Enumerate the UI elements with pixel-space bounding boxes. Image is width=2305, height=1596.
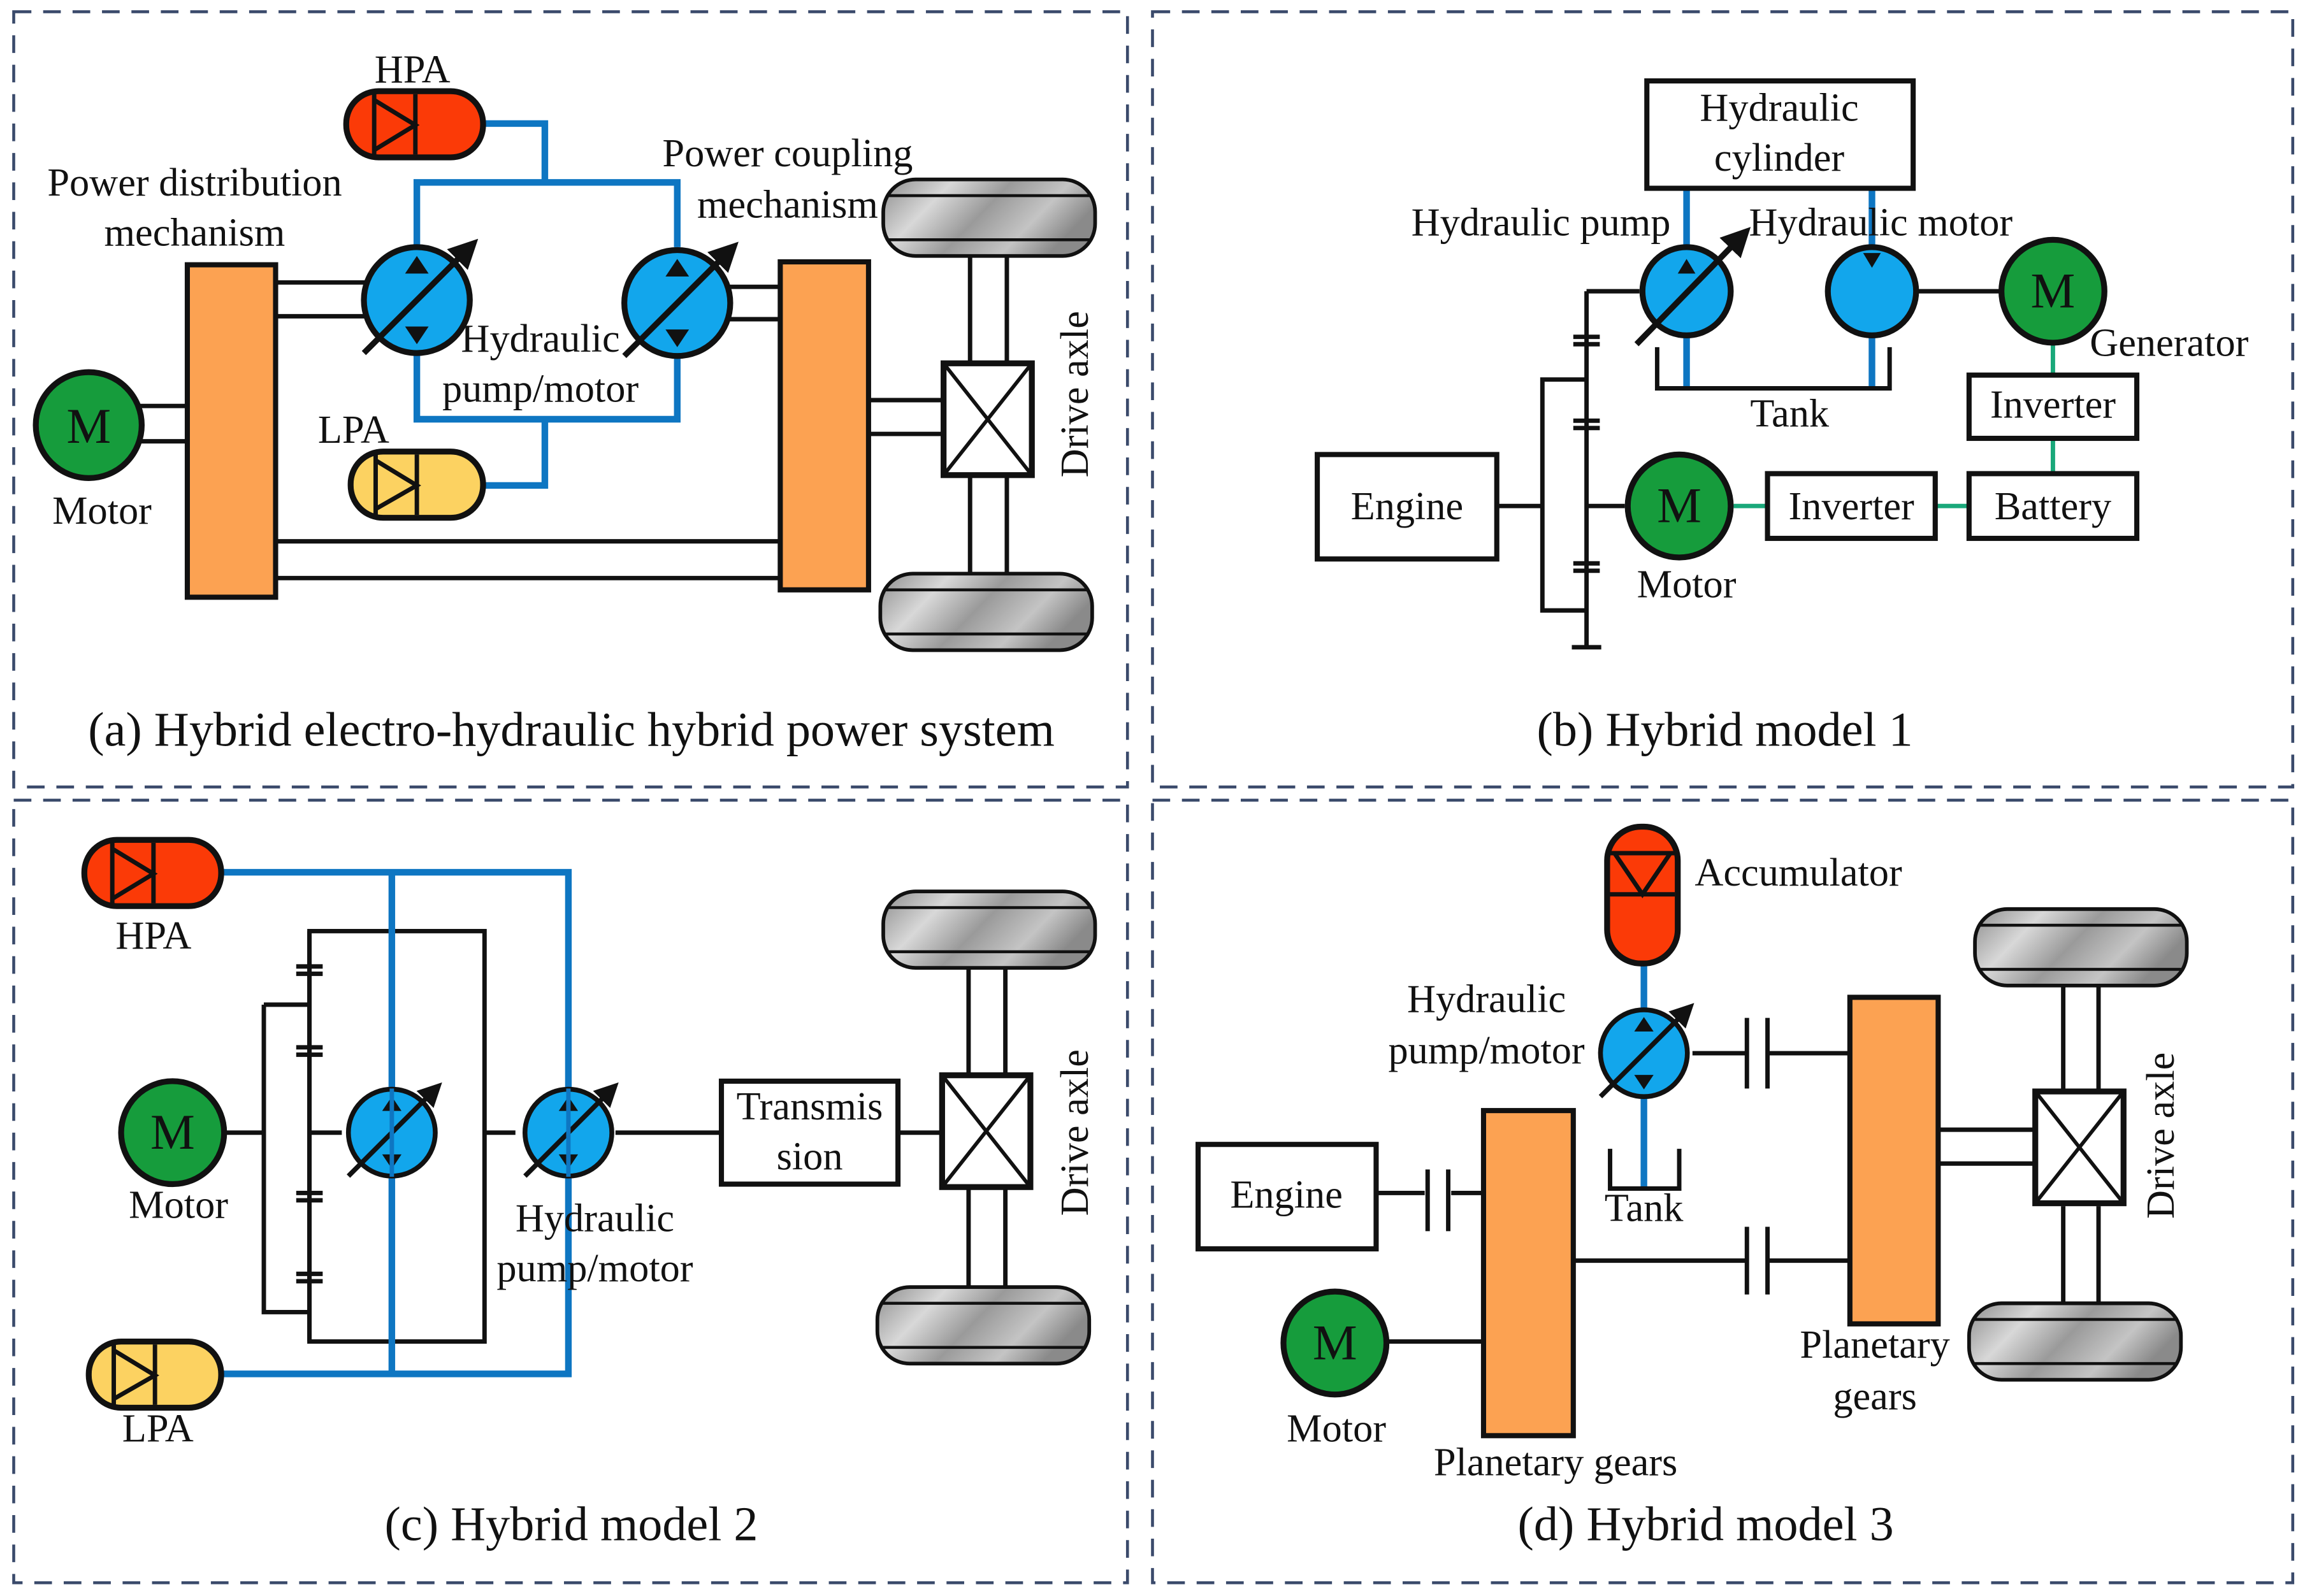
power-coupling-label: Power coupling	[662, 131, 913, 175]
panel-a-border	[12, 10, 1129, 789]
power-coupling-label-2: mechanism	[697, 183, 878, 227]
motor-symbol: M	[1657, 478, 1702, 533]
hydraulic-pump	[1634, 227, 1751, 347]
electric-motor	[33, 369, 145, 481]
electric-motor	[1280, 1288, 1390, 1398]
power-distribution-mechanism	[184, 262, 278, 600]
differential	[942, 1075, 1030, 1187]
panel-c-caption: (c) Hybrid model 2	[385, 1497, 758, 1551]
power-coupling-mechanism	[777, 259, 871, 593]
planetary-right-label: Planetary	[1800, 1323, 1949, 1367]
generator-symbol: M	[2031, 263, 2076, 319]
motor-label: Motor	[1287, 1407, 1386, 1451]
panel-b-caption: (b) Hybrid model 1	[1536, 703, 1912, 757]
tank-label: Tank	[1605, 1186, 1684, 1230]
pump-motor-label: Hydraulic	[1407, 977, 1566, 1021]
hydraulic-cylinder	[1644, 78, 1916, 191]
pump-motor-label-2: pump/motor	[1389, 1028, 1585, 1072]
wheel-top	[1975, 909, 2186, 986]
wheel-top	[883, 891, 1095, 968]
hpa-accumulator	[81, 837, 224, 909]
battery-box	[1966, 471, 2140, 542]
motor-symbol: M	[150, 1104, 195, 1160]
inverter-top-label: Inverter	[1990, 383, 2116, 427]
wheel-top	[883, 180, 1095, 256]
lpa-label: LPA	[318, 408, 389, 452]
drive-axle-label: Drive axle	[1053, 311, 1097, 477]
motor-symbol: M	[1313, 1314, 1357, 1370]
panel-a: M HPA LPA Power distribution mechanism P…	[33, 47, 1097, 757]
engine-label: Engine	[1230, 1172, 1343, 1216]
transmission-box	[718, 1078, 901, 1187]
hydraulic-pump-label: Hydraulic pump	[1412, 200, 1671, 244]
hydraulic-pump-motor-2	[625, 250, 730, 356]
hpa-label: HPA	[115, 914, 191, 958]
planetary-gears-right	[1847, 995, 1941, 1326]
power-distribution-label-2: mechanism	[105, 211, 285, 255]
planetary-right-label-2: gears	[1833, 1374, 1917, 1418]
engine-box	[1196, 1142, 1379, 1252]
lpa-accumulator	[85, 1338, 224, 1411]
panel-d-caption: (d) Hybrid model 3	[1517, 1497, 1893, 1551]
panel-b: M M Hydraulic cylinder Hydraulic pump Hy…	[1315, 78, 2249, 757]
accumulator-label: Accumulator	[1694, 851, 1902, 895]
cylinder-label-2: cylinder	[1714, 136, 1844, 180]
engine-label: Engine	[1351, 484, 1464, 528]
panel-d-border	[1151, 798, 2295, 1585]
motor-label: Motor	[52, 489, 152, 533]
battery-label: Battery	[1995, 484, 2111, 528]
wheel-bottom	[878, 1287, 1089, 1363]
panel-c-border	[12, 798, 1129, 1585]
pump-motor-label: Hydraulic	[461, 317, 619, 361]
inverter-top-box	[1966, 372, 2140, 442]
inverter-bottom-box	[1765, 471, 1938, 542]
hydraulic-pump-motor	[1600, 1010, 1687, 1096]
drive-axle-label: Drive axle	[1053, 1049, 1097, 1216]
differential	[2035, 1091, 2124, 1203]
motor-label: Motor	[129, 1183, 228, 1227]
engine-box	[1315, 452, 1499, 562]
generator	[1998, 236, 2107, 346]
panel-d: M Accumulator Hydraulic pump/motor Tank …	[1196, 823, 2186, 1551]
electric-motor	[118, 1078, 228, 1188]
hydraulic-motor	[1824, 244, 1919, 339]
inverter-bottom-label: Inverter	[1789, 484, 1914, 528]
generator-label: Generator	[2090, 321, 2248, 365]
panel-c: M HPA LPA Motor Hydraulic pump/motor Tra…	[81, 837, 1097, 1551]
differential	[944, 363, 1032, 475]
transmission-label-2: sion	[777, 1134, 843, 1178]
lpa-label: LPA	[122, 1407, 194, 1451]
electric-motor	[1624, 451, 1734, 561]
panel-b-border	[1151, 10, 2295, 789]
lpa-accumulator	[347, 449, 486, 521]
accumulator	[1604, 823, 1681, 967]
transmission-label: Transmis	[737, 1084, 883, 1128]
power-distribution-label: Power distribution	[47, 161, 342, 205]
tank-label: Tank	[1750, 392, 1830, 436]
pump-motor-label-2: pump/motor	[496, 1246, 693, 1290]
hydraulic-motor-label: Hydraulic motor	[1749, 200, 2012, 244]
motor-label: Motor	[1637, 562, 1737, 606]
planetary-gears-left	[1480, 1108, 1576, 1439]
panel-a-caption: (a) Hybrid electro-hydraulic hybrid powe…	[88, 703, 1055, 757]
cylinder-label: Hydraulic	[1700, 85, 1858, 129]
hpa-accumulator	[343, 88, 486, 161]
planetary-left-label: Planetary gears	[1434, 1441, 1677, 1485]
wheel-bottom	[880, 573, 1092, 650]
wheel-bottom	[1969, 1304, 2181, 1380]
motor-symbol: M	[66, 398, 111, 454]
hydraulic-pump-motor-1	[364, 247, 470, 353]
drive-axle-label: Drive axle	[2139, 1053, 2183, 1219]
hpa-label: HPA	[375, 47, 451, 91]
pump-motor-label: Hydraulic	[516, 1196, 674, 1240]
pump-motor-label-2: pump/motor	[442, 366, 639, 410]
